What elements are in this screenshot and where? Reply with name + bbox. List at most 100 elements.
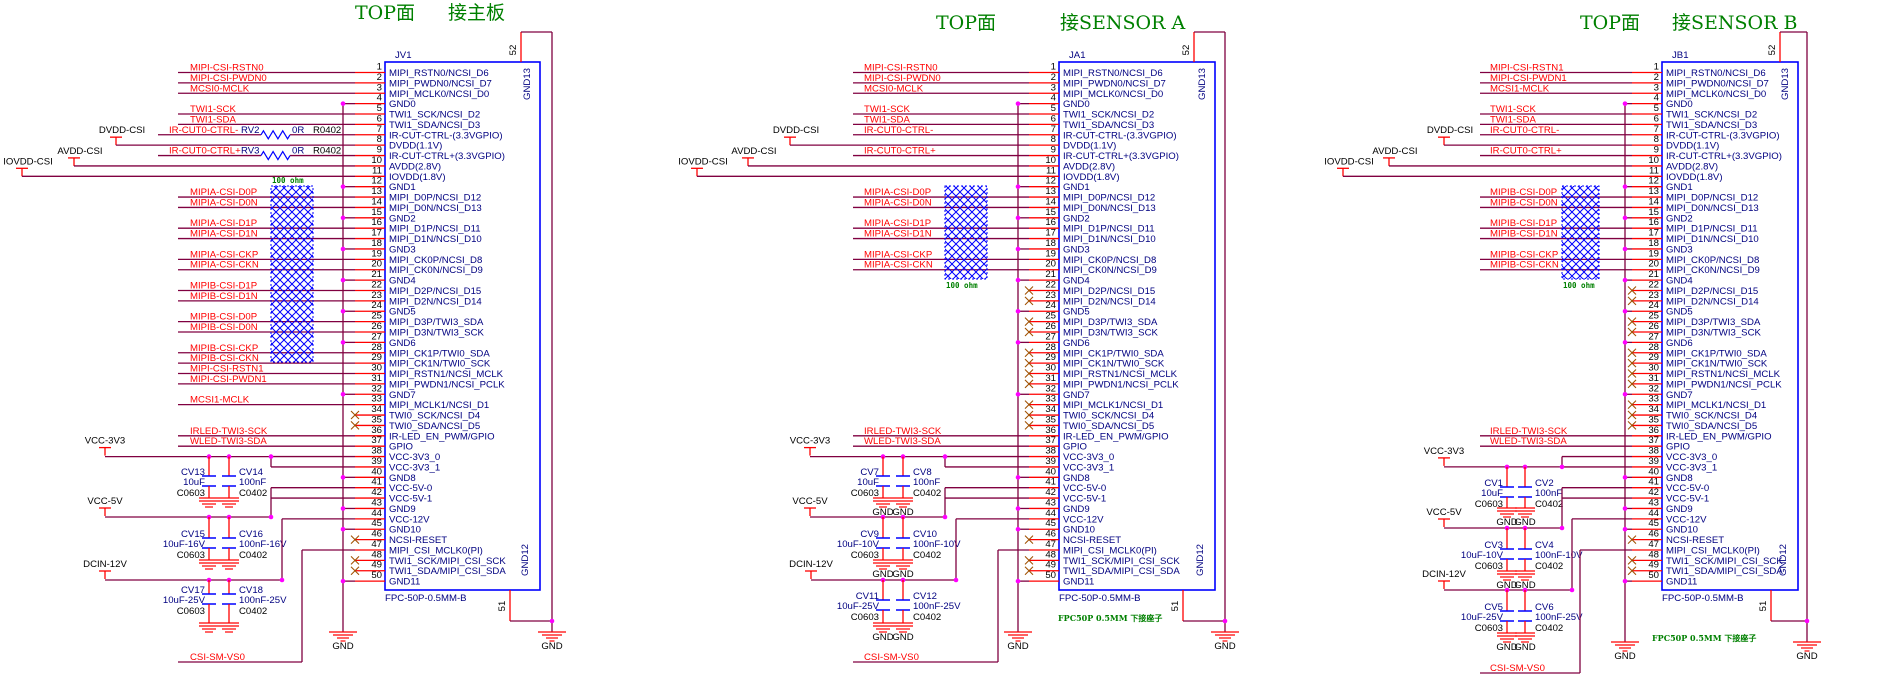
pin-number: 12 (1045, 176, 1056, 187)
junction-dot (1015, 101, 1021, 106)
pin-name: MIPI_D1N/NCSI_D10 (1063, 234, 1156, 245)
pin-name: GND5 (1063, 307, 1090, 318)
connector-body (1058, 61, 1216, 591)
pin-number: 7 (1654, 124, 1659, 135)
capacitor-value: 100nF-10V (1535, 550, 1583, 561)
pin-name: MIPI_MCLK1/NCSI_D1 (389, 400, 489, 411)
capacitor-ground-label: GND (1496, 517, 1517, 528)
pin-number: 19 (1045, 248, 1056, 259)
pin-number: 24 (1045, 300, 1056, 311)
pin-name: MIPI_D0P/NCSI_D12 (1666, 193, 1758, 204)
resistor-ref: RV2 (241, 125, 260, 136)
pin-name: MIPI_CK0P/NCSI_D8 (1666, 255, 1759, 266)
pin-name: GND3 (389, 244, 416, 255)
pin-name: MIPI_RSTN1/NCSI_MCLK (1666, 369, 1781, 380)
pin-number: 11 (372, 165, 382, 176)
pin-name: AVDD(2.8V) (389, 161, 441, 172)
pin-number: 6 (377, 113, 382, 124)
junction-dot (1015, 391, 1021, 397)
pin-name-gnd12: GND12 (520, 544, 531, 576)
pin-number: 31 (371, 373, 382, 384)
pin-number: 21 (371, 269, 382, 280)
pin-number: 20 (1045, 259, 1056, 270)
pin-number: 42 (371, 487, 382, 498)
resistor-ref: RV3 (241, 146, 260, 157)
pin-name: MIPI_D2P/NCSI_D15 (389, 286, 481, 297)
pin-name: TWI1_SCK/NCSI_D2 (389, 110, 480, 121)
pin-name: VCC-5V-0 (1666, 483, 1709, 494)
junction-dot (1015, 308, 1021, 314)
no-connect-icon (350, 555, 360, 565)
net-label: MIPIA-CSI-D1P (864, 218, 931, 229)
pin-number: 45 (1648, 518, 1659, 529)
pin-number: 46 (371, 529, 382, 540)
net-label: MCSI0-MCLK (190, 83, 250, 94)
pin-name: MIPI_D0N/NCSI_D13 (1063, 203, 1156, 214)
pin-name: GND9 (1666, 504, 1693, 515)
junction-dot (1222, 618, 1228, 624)
net-label: TWI1-SCK (864, 104, 910, 115)
pin-number: 30 (1045, 363, 1056, 374)
pin-number: 26 (1648, 321, 1659, 332)
power-port-label: VCC-3V3 (790, 436, 831, 447)
pin-number: 25 (1045, 311, 1056, 322)
pin-number: 9 (1051, 145, 1056, 156)
pin-number: 35 (1045, 414, 1056, 425)
capacitor-footprint: C0402 (239, 550, 267, 561)
pin-number: 1 (1051, 62, 1056, 73)
pin-name: MIPI_CK1N/TWI0_SCK (1063, 359, 1165, 370)
junction-dot (340, 308, 346, 314)
pin-number: 27 (1648, 331, 1659, 342)
pin-name: VCC-5V-0 (389, 483, 432, 494)
pin-number: 36 (1648, 425, 1659, 436)
resistor-value: 0R (292, 125, 304, 136)
capacitor-value: 10uF-25V (1461, 612, 1504, 623)
pin-number: 26 (371, 321, 382, 332)
pin-name: VCC-5V-1 (1666, 494, 1709, 505)
pin-number: 38 (371, 446, 382, 457)
pin-name: MIPI_D2N/NCSI_D14 (1063, 296, 1156, 307)
pin-name: GPIO (389, 442, 413, 453)
pin-number: 39 (1045, 456, 1056, 467)
pin-name: DVDD(1.1V) (1666, 141, 1719, 152)
pin-name: TWI1_SDA/NCSI_D3 (1666, 120, 1757, 131)
no-connect-icon (1627, 327, 1637, 337)
pin-name: VCC-3V3_0 (389, 452, 440, 463)
ground-label: GND (1796, 651, 1817, 662)
capacitor-ref: CV11 (856, 591, 879, 602)
net-label: CSI-SM-VS0 (1490, 663, 1545, 674)
pin-name: MIPI_MCLK1/NCSI_D1 (1666, 400, 1766, 411)
net-label: IRLED-TWI3-SCK (190, 426, 268, 437)
power-port-label: IOVDD-CSI (1324, 156, 1374, 167)
pin-number: 41 (1045, 477, 1056, 488)
pin-number: 1 (377, 62, 382, 73)
pin-name: IR-CUT-CTRL+(3.3VGPIO) (1063, 151, 1179, 162)
no-connect-icon (1024, 348, 1034, 358)
pin-name: TWI1_SDA/MIPI_CSI_SDA (1666, 566, 1783, 577)
pin-number: 6 (1051, 113, 1056, 124)
pin-number: 36 (1045, 425, 1056, 436)
no-connect-icon (1627, 379, 1637, 389)
pin-name: TWI1_SCK/MIPI_CSI_SCK (389, 556, 506, 567)
pin-number: 30 (1648, 363, 1659, 374)
pin-name: GND8 (1666, 473, 1693, 484)
pin-name: IR-LED_EN_PWM/GPIO (389, 431, 495, 442)
pin-number: 6 (1654, 113, 1659, 124)
pin-number: 2 (1654, 72, 1659, 83)
net-label: MIPIB-CSI-CKP (1490, 249, 1558, 260)
pin-name: MIPI_PWDN1/NCSI_PCLK (1666, 379, 1782, 390)
capacitor-footprint: C0603 (1475, 561, 1503, 572)
junction-dot (340, 101, 346, 106)
pin-number: 19 (1648, 248, 1659, 259)
pin-number: 29 (1648, 352, 1659, 363)
footprint-label: FPC-50P-0.5MM-B (385, 593, 467, 604)
pin-number: 25 (371, 311, 382, 322)
capacitor-footprint: C0402 (1535, 623, 1563, 634)
designator-label: JA1 (1069, 50, 1086, 61)
pin-number: 46 (1648, 529, 1659, 540)
net-label: MIPIA-CSI-D0P (190, 187, 257, 198)
pin-number: 16 (371, 217, 382, 228)
pin-name: TWI0_SDA/NCSI_D5 (389, 421, 480, 432)
pin-number: 18 (1648, 238, 1659, 249)
pin-name: AVDD(2.8V) (1063, 161, 1115, 172)
